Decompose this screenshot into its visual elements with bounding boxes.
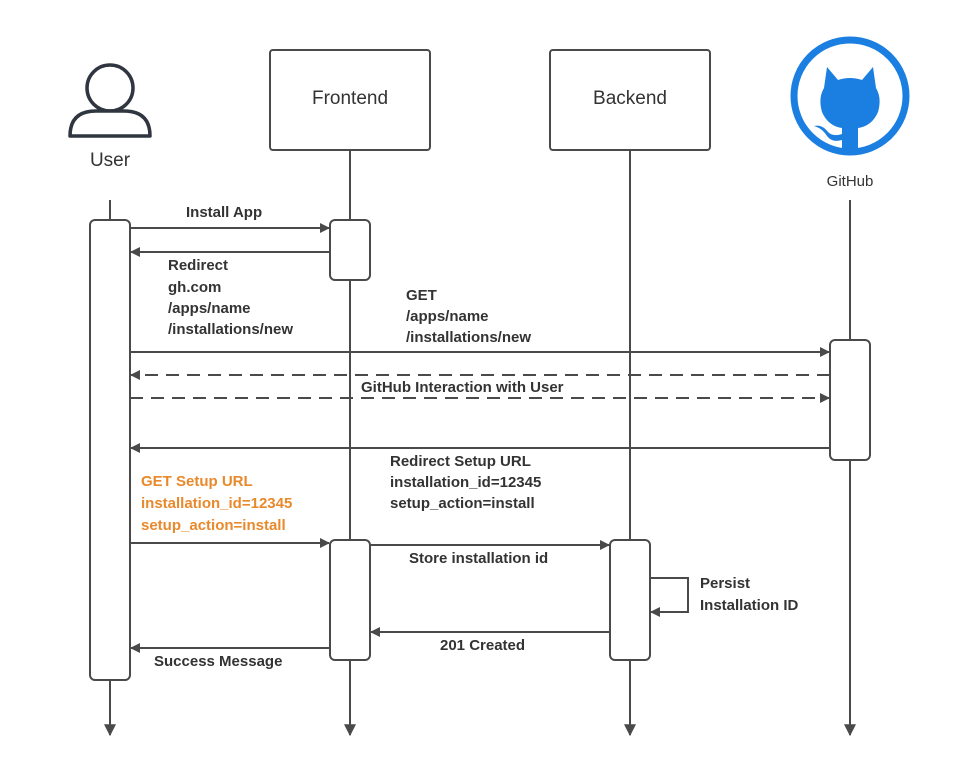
redirect-setup-label-1: Redirect Setup URL — [390, 453, 531, 470]
message-github-interaction: GitHub Interaction with User — [130, 370, 830, 403]
redirect-label-1: Redirect — [168, 257, 228, 274]
frontend-activation-1 — [329, 219, 371, 281]
redirect-setup-label-3: setup_action=install — [390, 495, 535, 512]
get-new-label-2: /apps/name — [406, 308, 489, 325]
message-redirect-setup: Redirect Setup URL installation_id=12345… — [130, 443, 830, 512]
redirect-setup-label-2: installation_id=12345 — [390, 474, 541, 491]
persist-label-2: Installation ID — [700, 597, 799, 614]
participant-github: GitHub — [790, 36, 910, 190]
participant-backend: Backend — [549, 49, 711, 151]
message-get-new: GET /apps/name /installations/new — [130, 287, 830, 357]
github-octocat-icon — [790, 36, 910, 156]
store-id-label: Store installation id — [409, 550, 548, 567]
participant-user: User — [68, 63, 152, 171]
persist-label-1: Persist — [700, 575, 750, 592]
frontend-label: Frontend — [312, 88, 388, 109]
get-setup-label-1: GET Setup URL — [141, 473, 253, 490]
user-icon — [68, 63, 152, 138]
get-new-label-1: GET — [406, 287, 437, 304]
redirect-label-3: /apps/name — [168, 300, 251, 317]
backend-label: Backend — [593, 88, 667, 109]
participant-frontend: Frontend — [269, 49, 431, 151]
get-setup-label-2: installation_id=12345 — [141, 495, 292, 512]
message-store-id: Store installation id — [370, 540, 610, 567]
persist-self-arrow — [650, 577, 689, 617]
message-redirect: Redirect gh.com /apps/name /installation… — [130, 247, 330, 338]
message-install-app: Install App — [130, 204, 330, 233]
message-get-setup: GET Setup URL installation_id=12345 setu… — [130, 473, 330, 548]
get-setup-label-3: setup_action=install — [141, 517, 286, 534]
interaction-label: GitHub Interaction with User — [361, 379, 564, 396]
github-label: GitHub — [827, 173, 874, 190]
install-app-label: Install App — [186, 204, 262, 221]
message-persist: Persist Installation ID — [650, 575, 799, 617]
message-created: 201 Created — [370, 627, 610, 654]
message-success: Success Message — [130, 643, 330, 670]
redirect-label-2: gh.com — [168, 279, 221, 296]
interaction-label-bg — [355, 377, 605, 396]
get-new-label-3: /installations/new — [406, 329, 531, 346]
github-activation — [829, 339, 871, 461]
user-label: User — [90, 150, 131, 171]
backend-activation — [609, 539, 651, 661]
created-label: 201 Created — [440, 637, 525, 654]
success-label: Success Message — [154, 653, 282, 670]
redirect-label-4: /installations/new — [168, 321, 293, 338]
frontend-activation-2 — [329, 539, 371, 661]
user-activation — [89, 219, 131, 681]
